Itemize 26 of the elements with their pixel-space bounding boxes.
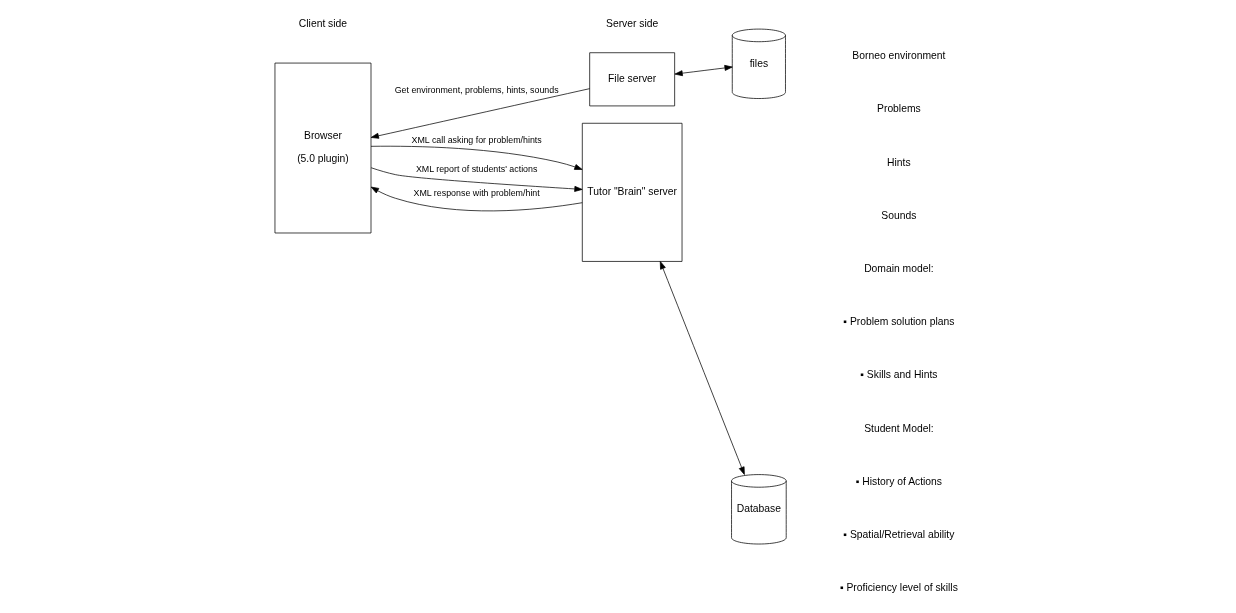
label: ▪ Proficiency level of skills <box>839 582 958 594</box>
label: ▪ Skills and Hints <box>859 369 937 381</box>
label: Client side <box>298 18 347 30</box>
arrow <box>370 145 582 170</box>
edge-label: XML response with problem/hint <box>413 187 540 198</box>
edge-label: Get environment, problems, hints, sounds <box>394 85 559 96</box>
label: ▪ Spatial/Retrieval ability <box>842 528 954 540</box>
label: Server side <box>605 18 658 30</box>
edge-label: XML report of students' actions <box>415 164 537 175</box>
node-box: Browser (5.0 plugin) <box>274 62 371 234</box>
label: Borneo environment <box>851 50 945 62</box>
arrow <box>659 261 745 475</box>
node-box: Tutor "Brain" server <box>581 122 682 262</box>
node-box: File server <box>588 52 675 107</box>
arrow <box>370 167 582 192</box>
label: Domain model: <box>863 262 934 274</box>
arrow <box>370 88 590 139</box>
label: Problems <box>876 103 921 115</box>
label: ▪ Problem solution plans <box>842 316 954 328</box>
label: Hints <box>886 156 911 168</box>
arrow <box>370 186 583 212</box>
label: Sounds <box>880 209 916 221</box>
edge-label: XML call asking for problem/hints <box>411 135 542 146</box>
label: Student Model: <box>863 422 934 434</box>
label: ▪ History of Actions <box>855 475 942 487</box>
arrow <box>674 64 733 77</box>
